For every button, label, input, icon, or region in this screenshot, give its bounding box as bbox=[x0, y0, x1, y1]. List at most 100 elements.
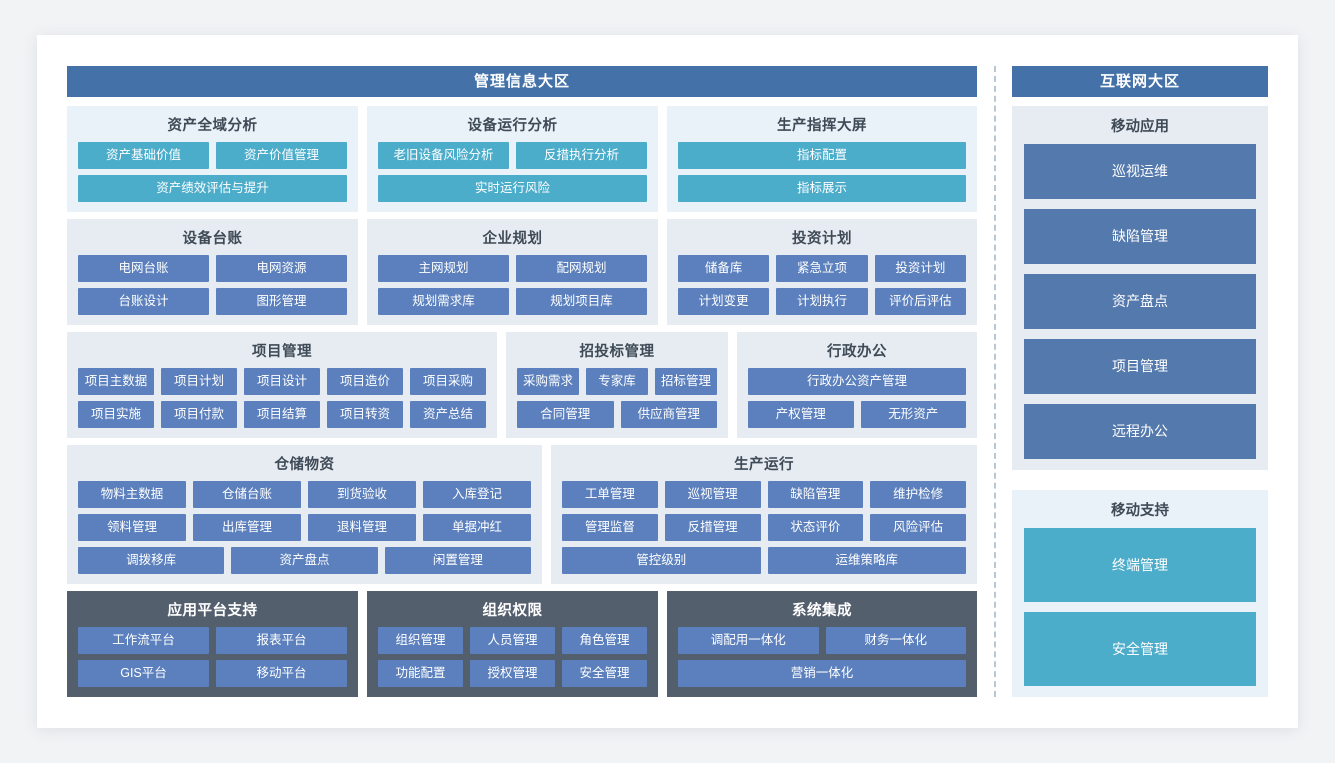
zone-header-management: 管理信息大区 bbox=[67, 66, 977, 97]
button-post-evaluation[interactable]: 评价后评估 bbox=[874, 287, 966, 315]
button-control-level[interactable]: 管控级别 bbox=[562, 546, 761, 574]
button-procurement-demand[interactable]: 采购需求 bbox=[517, 367, 579, 395]
button-warehouse-ledger[interactable]: 仓储台账 bbox=[193, 480, 301, 508]
button-outbound-mgmt[interactable]: 出库管理 bbox=[193, 513, 301, 541]
button-transfer-relocation[interactable]: 调拨移库 bbox=[78, 546, 225, 574]
button-countermeasure-analysis[interactable]: 反措执行分析 bbox=[516, 141, 647, 169]
button-dispatch-integration[interactable]: 调配用一体化 bbox=[678, 626, 819, 654]
button-inspection-mgmt[interactable]: 巡视管理 bbox=[664, 480, 761, 508]
button-project-capitalization[interactable]: 项目转资 bbox=[327, 400, 403, 428]
button-old-equipment-risk[interactable]: 老旧设备风险分析 bbox=[378, 141, 509, 169]
button-project-plan[interactable]: 项目计划 bbox=[161, 367, 237, 395]
button-row: 物料主数据 仓储台账 到货验收 入库登记 bbox=[78, 480, 531, 508]
button-ops-strategy-library[interactable]: 运维策略库 bbox=[767, 546, 966, 574]
group-row-2: 设备台账 电网台账 电网资源 台账设计 图形管理 企业规划 bbox=[67, 218, 977, 325]
button-plan-change[interactable]: 计划变更 bbox=[678, 287, 770, 315]
group-title: 系统集成 bbox=[792, 602, 852, 619]
group-equipment-ledger: 设备台账 电网台账 电网资源 台账设计 图形管理 bbox=[67, 218, 358, 325]
button-gis-platform[interactable]: GIS平台 bbox=[78, 659, 209, 687]
button-reserve-pool[interactable]: 储备库 bbox=[678, 254, 770, 282]
button-asset-value-mgmt[interactable]: 资产价值管理 bbox=[216, 141, 347, 169]
button-mobile-platform[interactable]: 移动平台 bbox=[216, 659, 347, 687]
button-project-cost[interactable]: 项目造价 bbox=[327, 367, 403, 395]
button-management-supervision[interactable]: 管理监督 bbox=[562, 513, 658, 541]
button-maintenance-repair[interactable]: 维护检修 bbox=[870, 480, 966, 508]
button-row: 项目主数据 项目计划 项目设计 项目造价 项目采购 bbox=[78, 367, 486, 395]
button-asset-summary[interactable]: 资产总结 bbox=[410, 400, 486, 428]
button-ledger-design[interactable]: 台账设计 bbox=[78, 287, 209, 315]
button-investment-plan[interactable]: 投资计划 bbox=[874, 254, 966, 282]
group-warehouse-materials: 仓储物资 物料主数据 仓储台账 到货验收 入库登记 领料管理 出库管理 退料管理… bbox=[67, 444, 542, 584]
button-row: 计划变更 计划执行 评价后评估 bbox=[678, 287, 966, 315]
button-defect-mgmt[interactable]: 缺陷管理 bbox=[767, 480, 864, 508]
button-asset-performance[interactable]: 资产绩效评估与提升 bbox=[78, 174, 347, 202]
button-project-settlement[interactable]: 项目结算 bbox=[244, 400, 320, 428]
button-authorization-mgmt[interactable]: 授权管理 bbox=[470, 659, 555, 687]
button-security-management[interactable]: 安全管理 bbox=[562, 659, 647, 687]
button-workflow-platform[interactable]: 工作流平台 bbox=[78, 626, 209, 654]
button-terminal-management[interactable]: 终端管理 bbox=[1024, 528, 1256, 602]
button-project-master-data[interactable]: 项目主数据 bbox=[78, 367, 154, 395]
group-mobile-applications: 移动应用 巡视运维 缺陷管理 资产盘点 项目管理 远程办公 bbox=[1012, 106, 1268, 471]
button-project-implementation[interactable]: 项目实施 bbox=[78, 400, 154, 428]
button-plan-execution[interactable]: 计划执行 bbox=[776, 287, 868, 315]
button-main-grid-plan[interactable]: 主网规划 bbox=[378, 254, 509, 282]
button-row: 工单管理 巡视管理 缺陷管理 维护检修 bbox=[562, 480, 966, 508]
button-mobile-remote-office[interactable]: 远程办公 bbox=[1024, 404, 1256, 460]
button-plan-demand-pool[interactable]: 规划需求库 bbox=[378, 287, 509, 315]
button-countermeasure-mgmt[interactable]: 反措管理 bbox=[664, 513, 761, 541]
button-row: 组织管理 人员管理 角色管理 bbox=[378, 626, 647, 654]
button-material-master-data[interactable]: 物料主数据 bbox=[78, 480, 186, 508]
button-material-requisition[interactable]: 领料管理 bbox=[78, 513, 186, 541]
button-row: 实时运行风险 bbox=[378, 174, 647, 202]
button-distribution-plan[interactable]: 配网规划 bbox=[516, 254, 647, 282]
button-role-management[interactable]: 角色管理 bbox=[562, 626, 647, 654]
button-project-payment[interactable]: 项目付款 bbox=[161, 400, 237, 428]
button-asset-base-value[interactable]: 资产基础价值 bbox=[78, 141, 209, 169]
button-realtime-risk[interactable]: 实时运行风险 bbox=[378, 174, 647, 202]
button-material-return[interactable]: 退料管理 bbox=[308, 513, 416, 541]
button-status-evaluation[interactable]: 状态评价 bbox=[767, 513, 864, 541]
button-mobile-security-mgmt[interactable]: 安全管理 bbox=[1024, 612, 1256, 686]
group-title: 生产指挥大屏 bbox=[777, 117, 867, 134]
button-goods-acceptance[interactable]: 到货验收 bbox=[308, 480, 416, 508]
button-grid-ledger[interactable]: 电网台账 bbox=[78, 254, 209, 282]
button-function-config[interactable]: 功能配置 bbox=[378, 659, 463, 687]
button-grid-resource[interactable]: 电网资源 bbox=[216, 254, 347, 282]
button-personnel-management[interactable]: 人员管理 bbox=[470, 626, 555, 654]
internet-zone: 互联网大区 移动应用 巡视运维 缺陷管理 资产盘点 项目管理 远程办公 移动支持… bbox=[1012, 66, 1268, 697]
button-finance-integration[interactable]: 财务一体化 bbox=[825, 626, 966, 654]
group-mobile-support: 移动支持 终端管理 安全管理 bbox=[1012, 490, 1268, 697]
button-bid-management[interactable]: 招标管理 bbox=[655, 367, 717, 395]
button-mobile-asset-inventory[interactable]: 资产盘点 bbox=[1024, 274, 1256, 330]
button-expert-pool[interactable]: 专家库 bbox=[586, 367, 648, 395]
button-indicator-display[interactable]: 指标展示 bbox=[678, 174, 966, 202]
button-mobile-project-mgmt[interactable]: 项目管理 bbox=[1024, 339, 1256, 395]
button-idle-management[interactable]: 闲置管理 bbox=[384, 546, 531, 574]
button-org-management[interactable]: 组织管理 bbox=[378, 626, 463, 654]
button-work-order-mgmt[interactable]: 工单管理 bbox=[562, 480, 658, 508]
button-row: 功能配置 授权管理 安全管理 bbox=[378, 659, 647, 687]
button-row: 老旧设备风险分析 反措执行分析 bbox=[378, 141, 647, 169]
button-mobile-defect-mgmt[interactable]: 缺陷管理 bbox=[1024, 209, 1256, 265]
button-graphic-mgmt[interactable]: 图形管理 bbox=[216, 287, 347, 315]
button-mobile-inspection-ops[interactable]: 巡视运维 bbox=[1024, 144, 1256, 200]
button-marketing-integration[interactable]: 营销一体化 bbox=[678, 659, 966, 687]
button-plan-project-pool[interactable]: 规划项目库 bbox=[516, 287, 647, 315]
button-project-procurement[interactable]: 项目采购 bbox=[410, 367, 486, 395]
button-inbound-registration[interactable]: 入库登记 bbox=[423, 480, 531, 508]
button-document-reversal[interactable]: 单据冲红 bbox=[423, 513, 531, 541]
button-row: 主网规划 配网规划 bbox=[378, 254, 647, 282]
button-emergency-project[interactable]: 紧急立项 bbox=[776, 254, 868, 282]
button-indicator-config[interactable]: 指标配置 bbox=[678, 141, 966, 169]
button-risk-assessment[interactable]: 风险评估 bbox=[870, 513, 966, 541]
button-property-rights[interactable]: 产权管理 bbox=[748, 400, 854, 428]
button-contract-management[interactable]: 合同管理 bbox=[517, 400, 614, 428]
button-asset-inventory[interactable]: 资产盘点 bbox=[231, 546, 378, 574]
button-admin-asset-mgmt[interactable]: 行政办公资产管理 bbox=[748, 367, 966, 395]
button-report-platform[interactable]: 报表平台 bbox=[216, 626, 347, 654]
button-supplier-management[interactable]: 供应商管理 bbox=[620, 400, 717, 428]
button-intangible-assets[interactable]: 无形资产 bbox=[860, 400, 966, 428]
button-project-design[interactable]: 项目设计 bbox=[244, 367, 320, 395]
group-title: 投资计划 bbox=[792, 230, 852, 247]
